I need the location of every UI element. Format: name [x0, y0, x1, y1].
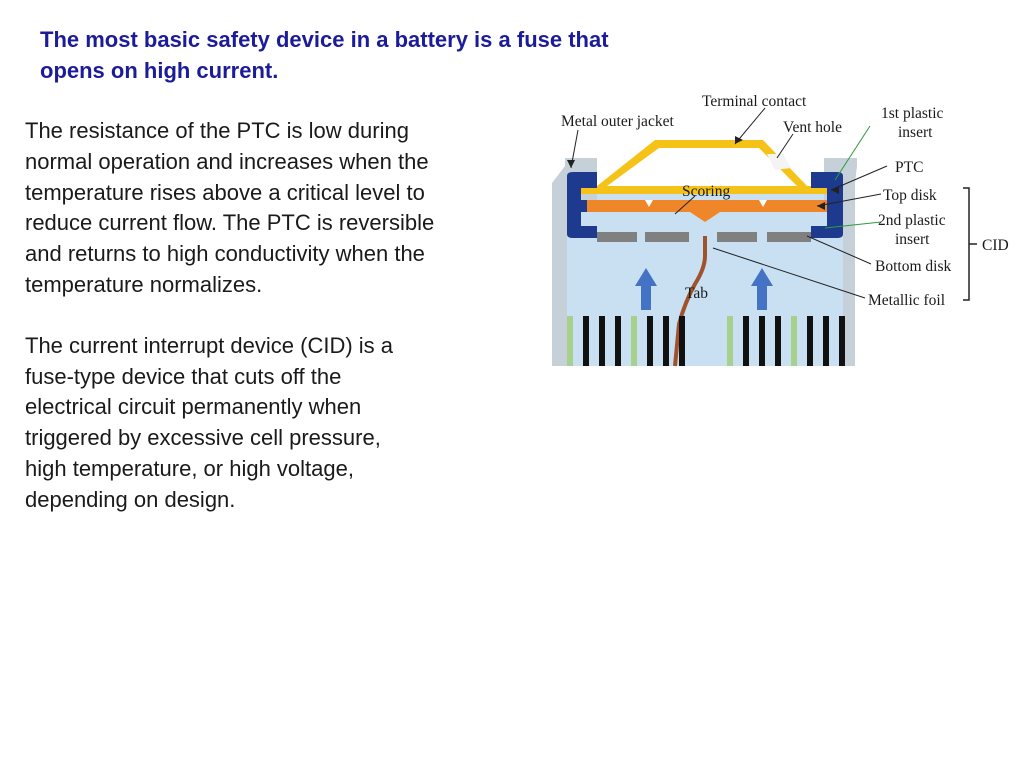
- top-disk: [587, 200, 827, 222]
- ptc-layer: [581, 186, 841, 194]
- foil-stripe: [775, 316, 781, 366]
- body-text: The resistance of the PTC is low during …: [25, 116, 525, 546]
- label-bottom-disk: Bottom disk: [875, 258, 951, 275]
- label-metallic-foil: Metallic foil: [868, 292, 945, 309]
- bottom-disk-seg-2: [645, 232, 689, 242]
- label-vent-hole: Vent hole: [783, 119, 842, 136]
- terminal-contact-shape: [597, 140, 807, 186]
- foil-stripe: [679, 316, 685, 366]
- bottom-disk-seg-4: [767, 232, 811, 242]
- bottom-disk-seg-1: [597, 232, 637, 242]
- label-metal-outer-jacket: Metal outer jacket: [561, 113, 674, 130]
- slide-title: The most basic safety device in a batter…: [40, 24, 740, 86]
- foil-stripe: [647, 316, 653, 366]
- label-top-disk: Top disk: [883, 187, 937, 204]
- label-second-plastic-insert-1: 2nd plastic: [878, 212, 946, 229]
- battery-cap-diagram-svg: Terminal contact Metal outer jacket Vent…: [552, 93, 1009, 367]
- label-scoring: Scoring: [682, 183, 730, 200]
- foil-stripe: [663, 316, 669, 366]
- pointer-lines: [570, 107, 888, 299]
- label-first-plastic-insert-2: insert: [898, 124, 933, 141]
- foil-stripe: [823, 316, 829, 366]
- foil-stripe: [791, 316, 797, 366]
- bottom-disk-seg-3: [717, 232, 757, 242]
- cid-bracket: [963, 187, 977, 301]
- foil-stripe: [839, 316, 845, 366]
- foil-stripe: [583, 316, 589, 366]
- battery-cap-diagram: Terminal contact Metal outer jacket Vent…: [545, 88, 1024, 372]
- pressure-arrow-right: [751, 268, 773, 310]
- label-tab: Tab: [685, 285, 708, 302]
- electrode-foil-stripes: [567, 316, 845, 366]
- label-terminal-contact: Terminal contact: [702, 93, 807, 110]
- pressure-arrow-left: [635, 268, 657, 310]
- slide-title-text: The most basic safety device in a batter…: [40, 27, 609, 83]
- pointer-arrowheads: [567, 136, 839, 210]
- scoring-mark-left: [645, 200, 653, 207]
- vent-hole: [767, 154, 791, 170]
- cid-paragraph: The current interrupt device (CID) is a …: [25, 332, 394, 512]
- label-ptc: PTC: [895, 159, 923, 176]
- foil-stripe: [807, 316, 813, 366]
- foil-stripe: [599, 316, 605, 366]
- foil-stripe: [759, 316, 765, 366]
- foil-stripe: [727, 316, 733, 366]
- scoring-mark-right: [759, 200, 767, 207]
- foil-stripe: [631, 316, 637, 366]
- tab-lead: [673, 236, 707, 367]
- ptc-paragraph: The resistance of the PTC is low during …: [25, 118, 435, 297]
- foil-stripe: [743, 316, 749, 366]
- foil-stripe: [615, 316, 621, 366]
- label-second-plastic-insert-2: insert: [895, 231, 930, 248]
- label-cid: CID: [982, 237, 1009, 254]
- label-first-plastic-insert-1: 1st plastic: [881, 105, 944, 122]
- foil-stripe: [567, 316, 573, 366]
